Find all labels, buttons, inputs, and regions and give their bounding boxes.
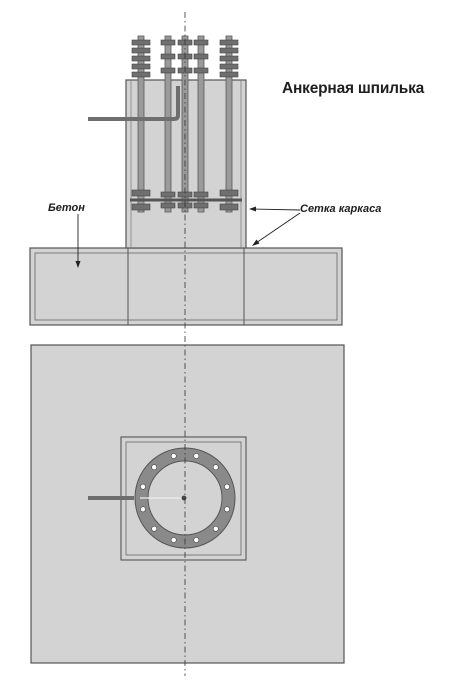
nut: [160, 202, 176, 209]
plan-pipe-end: [181, 495, 187, 501]
nut: [219, 71, 239, 78]
nut: [131, 71, 151, 78]
nut: [193, 39, 209, 46]
nut: [131, 55, 151, 62]
anchor-stud: [137, 35, 145, 213]
bent-pipe: [88, 86, 180, 121]
nut: [131, 203, 151, 211]
nut: [160, 191, 176, 198]
bolt-holes: [140, 453, 230, 543]
bolt-hole: [212, 464, 219, 471]
nut: [160, 67, 176, 74]
nut: [219, 39, 239, 46]
bolt-hole: [151, 525, 158, 532]
nut: [219, 189, 239, 197]
anchor-stud-label: Анкерная шпилька: [282, 80, 425, 97]
plan-view: [30, 344, 345, 664]
footing-slab: [29, 247, 343, 326]
bolt-hole: [170, 453, 177, 459]
nut: [219, 55, 239, 62]
bolt-hole: [193, 537, 200, 543]
nut: [131, 39, 151, 46]
bolt-hole: [212, 525, 219, 532]
nut: [219, 203, 239, 211]
nut: [193, 202, 209, 209]
anchor-stud: [225, 35, 233, 213]
nut: [219, 47, 239, 54]
nut: [131, 189, 151, 197]
mesh-leader-top: [252, 208, 301, 211]
bolt-hole: [151, 464, 158, 471]
bolt-hole: [140, 506, 146, 513]
nut: [193, 53, 209, 60]
mesh-leader-top-arrow: [249, 206, 256, 212]
nut: [160, 39, 176, 46]
footing-inner-outline: [34, 252, 338, 321]
bolt-hole: [140, 483, 146, 490]
bolt-hole: [193, 453, 200, 459]
anchor-stud: [164, 35, 172, 213]
nut: [193, 191, 209, 198]
bolt-hole: [170, 537, 177, 543]
anchor-stud: [197, 35, 205, 213]
nut: [131, 63, 151, 70]
nut: [160, 53, 176, 60]
mesh-leader-bottom: [255, 212, 301, 244]
mesh-label: Сетка каркаса: [300, 203, 382, 215]
nut: [219, 63, 239, 70]
concrete-leader-arrow: [75, 261, 81, 268]
nut: [193, 67, 209, 74]
nut: [131, 47, 151, 54]
concrete-label: Бетон: [48, 202, 85, 214]
bolt-hole: [224, 483, 230, 490]
bolt-hole: [224, 506, 230, 513]
mesh-leader-bottom-arrow: [252, 239, 260, 246]
